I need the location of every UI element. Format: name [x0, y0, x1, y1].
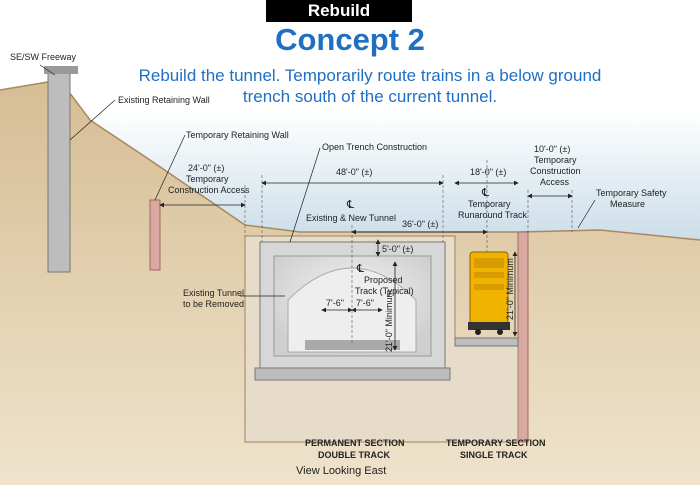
subtitle-line-1: Rebuild the tunnel. Temporarily route tr…: [138, 66, 602, 85]
label-dim-48: 48'-0" (±): [336, 167, 372, 177]
label-temporary-safety: Temporary Safety: [596, 188, 667, 198]
existing-retaining-wall: [47, 71, 71, 273]
label-temp-access-1: Temporary: [186, 174, 229, 184]
label-track-typical: Track (Typical): [355, 286, 414, 296]
temporary-train: [468, 251, 510, 335]
label-centerline-2: ℄: [481, 187, 489, 199]
label-centerline-1: ℄: [346, 199, 354, 211]
label-dim-7-6-b: 7'-6": [356, 298, 374, 308]
leader-open-trench: [289, 147, 321, 243]
leader-safety-measure: [577, 199, 596, 229]
label-double-track: DOUBLE TRACK: [318, 450, 390, 460]
label-proposed: Proposed: [364, 275, 403, 285]
label-centerline-3: ℄: [356, 263, 364, 275]
temporary-retaining-wall-right: [517, 231, 529, 443]
label-construction: Construction: [530, 166, 581, 176]
rebuild-banner: Rebuild: [266, 0, 412, 22]
existing-tunnel-arch: [287, 267, 417, 353]
label-dim-36: 36'-0" (±): [402, 219, 438, 229]
label-dim-5: 5'-0" (±): [382, 244, 413, 254]
sky-area: [0, 110, 700, 245]
label-dim-7-6-a: 7'-6": [326, 298, 344, 308]
label-measure: Measure: [610, 199, 645, 209]
label-dim-18: 18'-0" (±): [470, 167, 506, 177]
freeway-deck: [44, 66, 78, 74]
leader-freeway: [39, 64, 56, 76]
leader-temporary-retaining-wall: [154, 134, 186, 201]
page-subtitle: Rebuild the tunnel. Temporarily route tr…: [100, 65, 640, 107]
label-temp-access-2: Construction Access: [168, 185, 250, 195]
track-bed: [305, 340, 400, 350]
label-existing-new-tunnel: Existing & New Tunnel: [306, 213, 396, 223]
label-dim-24: 24'-0" (±): [188, 163, 224, 173]
label-runaround-track: Runaround Track: [458, 210, 528, 220]
label-dim-10: 10'-0" (±): [534, 144, 570, 154]
label-temporary: Temporary: [468, 199, 511, 209]
open-trench-excavation: [244, 235, 519, 443]
new-tunnel-box: [259, 241, 446, 371]
label-existing-tunnel-2: to be Removed: [183, 299, 244, 309]
label-temporary-retaining-wall: Temporary Retaining Wall: [186, 130, 289, 140]
tunnel-base-slab: [254, 367, 451, 381]
subtitle-line-2: trench south of the current tunnel.: [242, 87, 498, 106]
label-access: Access: [540, 177, 570, 187]
label-permanent-section: PERMANENT SECTION: [305, 438, 405, 448]
label-open-trench: Open Trench Construction: [322, 142, 427, 152]
label-min-21-b: 21'-0" Minimum: [505, 258, 515, 320]
label-temporary-2: Temporary: [534, 155, 577, 165]
label-existing-tunnel-1: Existing Tunnel: [183, 288, 244, 298]
label-min-21-a: 21'-0" Minimum: [384, 290, 394, 352]
page-title: Concept 2: [275, 22, 425, 57]
temporary-retaining-wall-left: [149, 199, 161, 271]
label-single-track: SINGLE TRACK: [460, 450, 528, 460]
label-temporary-section: TEMPORARY SECTION: [446, 438, 546, 448]
temporary-trench-base: [454, 337, 519, 347]
ground-soil: [0, 80, 700, 485]
existing-tunnel-interior: [273, 255, 432, 357]
label-view-looking-east: View Looking East: [296, 465, 386, 477]
